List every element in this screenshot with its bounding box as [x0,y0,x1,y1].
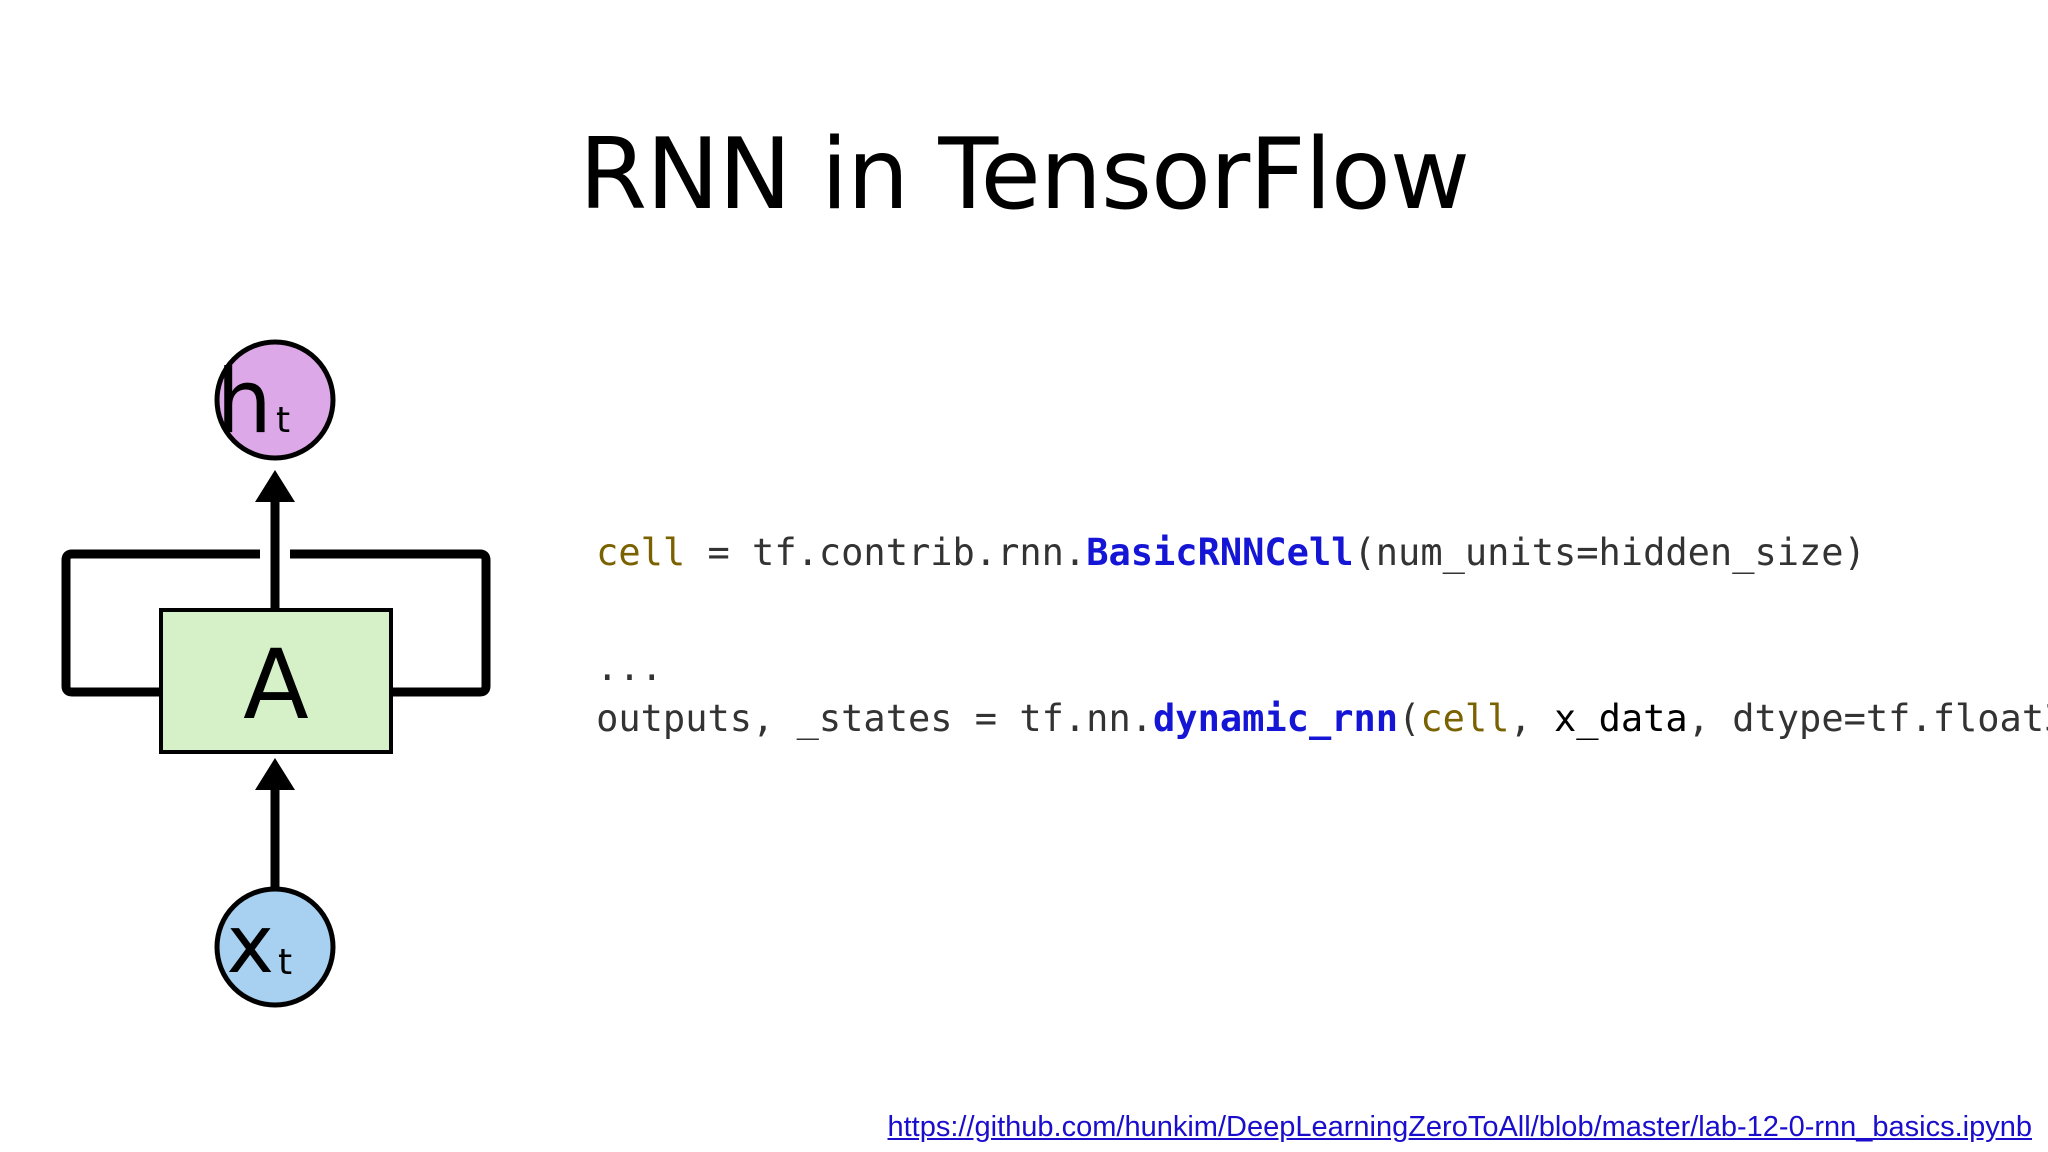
code-assign: = tf.contrib.rnn. [685,531,1087,574]
rnn-cell-label: A [243,629,309,741]
code-line-cell: cell = tf.contrib.rnn.BasicRNNCell(num_u… [507,488,1866,617]
code-sep2: , [1687,697,1733,740]
code-arg-cell: cell [1420,697,1510,740]
code-arg-dtype: dtype=tf.float32) [1732,697,2048,740]
code-lhs: outputs, _states = tf.nn. [596,697,1154,740]
code-block: cell = tf.contrib.rnn.BasicRNNCell(num_u… [507,488,2048,740]
code-function-dynamic-rnn: dynamic_rnn [1153,697,1399,740]
output-node-label: h [216,350,272,453]
code-sep1: , [1509,697,1555,740]
input-edge-arrowhead [255,758,295,790]
output-edge-arrowhead [255,470,295,502]
code-arg-x-data: x_data [1554,697,1688,740]
recurrent-loop-path [61,549,491,697]
rnn-cell-box [159,608,393,754]
code-line-ellipsis: ... [507,603,663,732]
code-line-dynamic-rnn: outputs, _states = tf.nn.dynamic_rnn(cel… [507,654,2048,783]
input-node-x [214,886,336,1008]
code-function-basicrnncell: BasicRNNCell [1086,531,1354,574]
output-node-subscript: t [276,400,290,441]
input-node-label: x [227,898,274,991]
output-node-h [214,339,336,461]
code-ellipsis: ... [596,646,663,689]
rnn-diagram: h t A x t [61,339,491,1008]
slide-title: RNN in TensorFlow [579,118,1470,232]
reference-link[interactable]: https://github.com/hunkim/DeepLearningZe… [887,1111,2033,1143]
code-variable-cell: cell [596,531,686,574]
input-node-subscript: t [278,942,292,983]
code-args: (num_units=hidden_size) [1353,531,1866,574]
code-open-paren: ( [1398,697,1421,740]
